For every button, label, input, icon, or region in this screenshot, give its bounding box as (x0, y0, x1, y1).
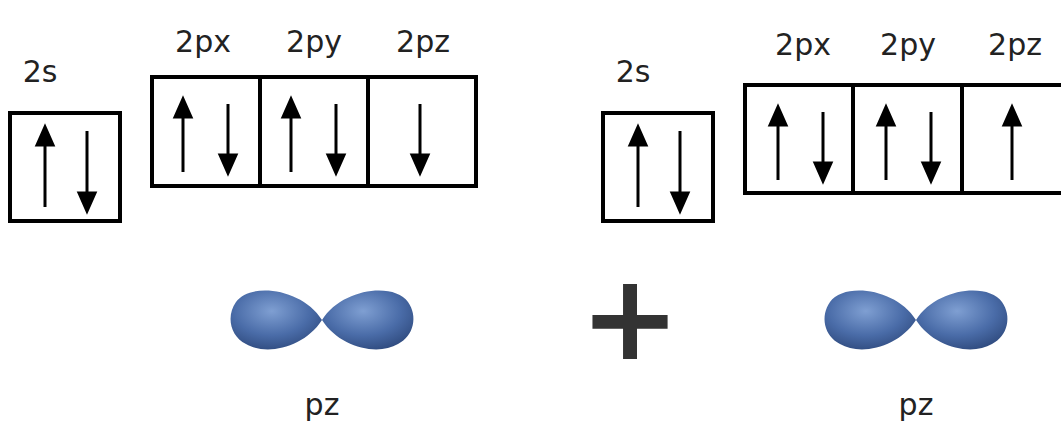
orbital-label: 2pz (396, 27, 450, 57)
electron-arrows (37, 99, 1020, 211)
orbital-label: pz (305, 390, 340, 420)
orbital-label: 2s (23, 57, 58, 87)
orbital-boxes (10, 77, 1061, 221)
orbital-label: 2px (175, 27, 231, 57)
orbital-label: 2py (286, 27, 342, 57)
orbital-label: 2pz (988, 30, 1042, 60)
plus-sign: + (580, 258, 681, 378)
orbital-label: 2px (775, 30, 831, 60)
orbital-label: 2s (616, 57, 651, 87)
orbital-label: pz (899, 390, 934, 420)
orbital-label: 2py (880, 30, 936, 60)
